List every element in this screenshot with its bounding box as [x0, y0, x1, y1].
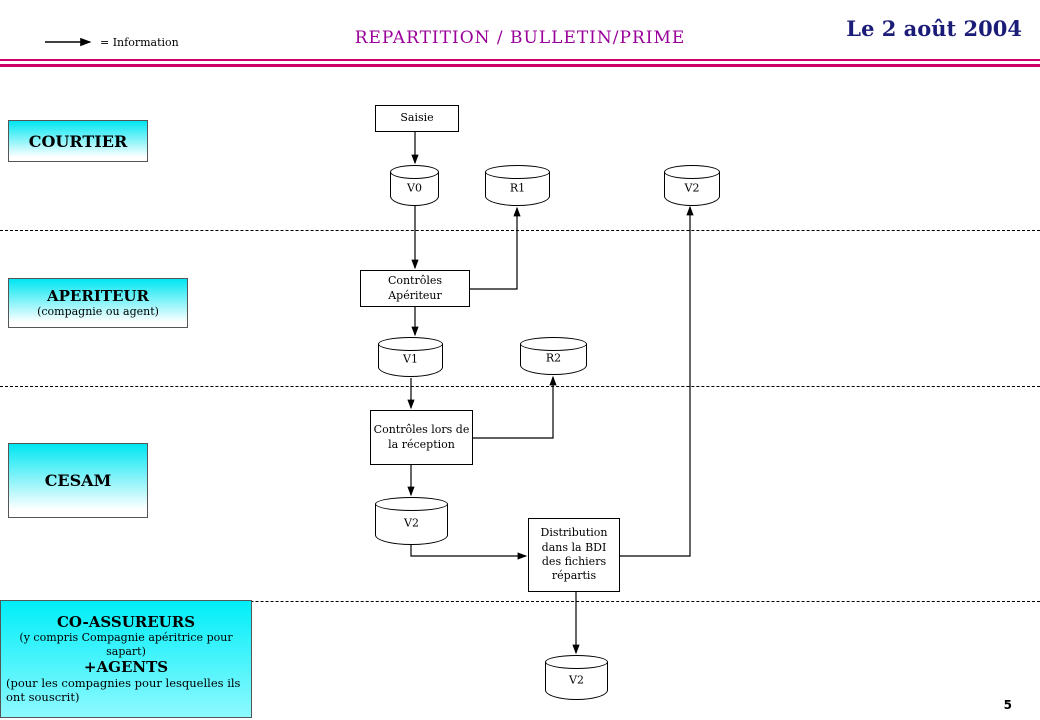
datastore-r1-label: R1: [509, 181, 526, 195]
legend-label: = Information: [100, 36, 179, 49]
cylinder-body: [664, 172, 720, 206]
arrow-v2-to-distribution: [410, 545, 528, 560]
process-controles-reception-label: Contrôles lors de la réception: [373, 423, 470, 451]
lane-subtitle-coassureurs: (y compris Compagnie apéritrice pour sap…: [19, 631, 233, 658]
cylinder-body: [378, 344, 443, 377]
process-controles-aperiteur-label: Contrôles Apériteur: [387, 274, 443, 302]
datastore-v0-label: V0: [407, 181, 422, 195]
process-distribution-bdi-label: Distribution dans la BDI des fichiers ré…: [540, 526, 608, 583]
lane-separator-courtier-aperiteur: [0, 230, 1040, 231]
date-label: Le 2 août 2004: [846, 16, 1022, 41]
lane-label-coassureurs: CO-ASSUREURS (y compris Compagnie apérit…: [0, 600, 252, 718]
page-number: 5: [1003, 698, 1012, 712]
cylinder-top: [664, 165, 720, 179]
datastore-r2-label: R2: [545, 351, 562, 365]
lane-subtitle-agents: (pour les compagnies pour lesquelles ils…: [6, 675, 241, 705]
lane-label-aperiteur: APERITEUR (compagnie ou agent): [8, 278, 188, 328]
lane-title-courtier: COURTIER: [28, 131, 128, 151]
lane-title-coassureurs: CO-ASSUREURS: [56, 613, 196, 632]
datastore-v2-cesam: V2: [375, 497, 448, 545]
lane-title-cesam: CESAM: [44, 471, 112, 490]
cylinder-top: [390, 165, 439, 179]
datastore-v2-bottom: V2: [545, 655, 608, 700]
lane-label-courtier: COURTIER: [8, 120, 148, 162]
datastore-r1: R1: [485, 165, 550, 206]
arrow-controles-aperiteur-to-r1: [470, 206, 521, 290]
cylinder-top: [375, 497, 448, 511]
datastore-v1: V1: [378, 337, 443, 377]
lane-label-cesam: CESAM: [8, 443, 148, 518]
datastore-v2-top: V2: [664, 165, 720, 206]
process-saisie: Saisie: [375, 105, 459, 132]
header-rule-bottom: [0, 64, 1040, 67]
lane-title-agents: +AGENTS: [83, 657, 169, 676]
page-title: REPARTITION / BULLETIN/PRIME: [354, 28, 686, 48]
process-saisie-label: Saisie: [400, 111, 434, 125]
cylinder-top: [485, 165, 550, 179]
cylinder-top: [520, 337, 587, 351]
process-controles-reception: Contrôles lors de la réception: [370, 410, 473, 465]
header-rule-top: [0, 59, 1040, 61]
lane-separator-aperiteur-cesam: [0, 386, 1040, 387]
lane-separator-cesam-coassureurs: [0, 601, 1040, 602]
datastore-v2-top-label: V2: [684, 181, 700, 195]
cylinder-top: [378, 337, 443, 351]
datastore-v2-bottom-label: V2: [569, 673, 584, 687]
process-distribution-bdi: Distribution dans la BDI des fichiers ré…: [528, 518, 620, 592]
process-controles-aperiteur: Contrôles Apériteur: [360, 270, 470, 307]
lane-title-aperiteur: APERITEUR: [47, 287, 149, 306]
arrow-distribution-to-v2-top: [620, 205, 694, 557]
datastore-r2: R2: [520, 337, 587, 375]
datastore-v2-cesam-label: V2: [404, 516, 419, 530]
datastore-v0: V0: [390, 165, 439, 206]
lane-subtitle-aperiteur: (compagnie ou agent): [37, 305, 159, 319]
datastore-v1-label: V1: [403, 352, 418, 366]
cylinder-top: [545, 655, 608, 669]
